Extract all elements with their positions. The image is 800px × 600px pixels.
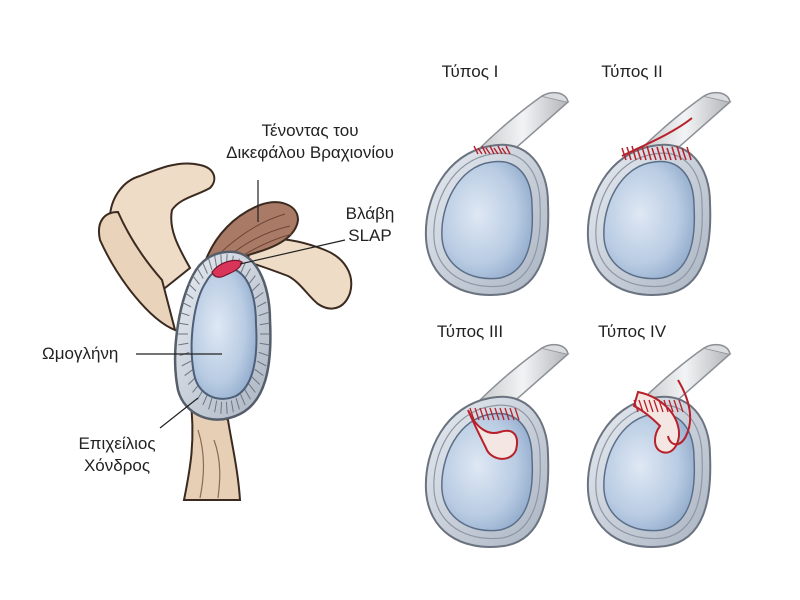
coracoid-neck (98, 210, 177, 332)
labrum-inner-line (433, 152, 541, 288)
glenoid-cup (441, 160, 534, 280)
leader-labrum (159, 397, 199, 429)
tendon-cut-end (703, 91, 731, 103)
tendon-cut-end (541, 343, 569, 355)
labrum-label-line2: Χόνδρος (83, 456, 151, 475)
type-2-label: Τύπος II (601, 62, 663, 81)
scapular-neck (182, 392, 242, 501)
type-4-panel (586, 343, 732, 548)
biceps-tendon-label-line2: Δικεφάλου Βραχιονίου (226, 143, 394, 162)
slap-lesion-label-line1: Βλάβη (345, 204, 395, 223)
leader-lines (136, 180, 346, 429)
labrum-inner-line (595, 152, 703, 288)
labrum-inner-line (595, 404, 703, 540)
slap-type-panels (424, 91, 732, 548)
leader-slap (239, 239, 346, 265)
biceps-tendon-label-line1: Τένοντας του (261, 121, 359, 140)
slap-lesion-mark (211, 259, 243, 278)
type-3-label: Τύπος III (436, 322, 504, 341)
slap-lesion-label-line2: SLAP (348, 226, 392, 245)
labrum-inner-line (433, 404, 541, 540)
type-4-tear (632, 379, 692, 454)
tendon-cut-end (703, 343, 731, 355)
glenoid-label: Ωμογλήνη (42, 344, 119, 363)
scapular-fold (197, 429, 221, 499)
type-2-tear (621, 117, 693, 161)
type-2-panel (586, 91, 732, 296)
slap-lesion-label: Βλάβη SLAP (340, 203, 400, 247)
labrum-label: Επιχείλιος Χόνδρος (62, 433, 172, 477)
glenoid-cup (603, 160, 696, 280)
type-1-panel (424, 91, 570, 296)
type-1-tear (473, 145, 511, 155)
biceps-tendon-label: Τένοντας του Δικεφάλου Βραχιονίου (210, 120, 410, 164)
type-3-tear (467, 407, 520, 460)
type-4-label: Τύπος IV (597, 322, 667, 341)
tendon-cut-end (541, 91, 569, 103)
labrum-label-line1: Επιχείλιος (78, 434, 156, 453)
type-3-panel (424, 343, 570, 548)
type-1-label: Τύπος I (441, 62, 499, 81)
glenoid-surface (190, 266, 258, 400)
